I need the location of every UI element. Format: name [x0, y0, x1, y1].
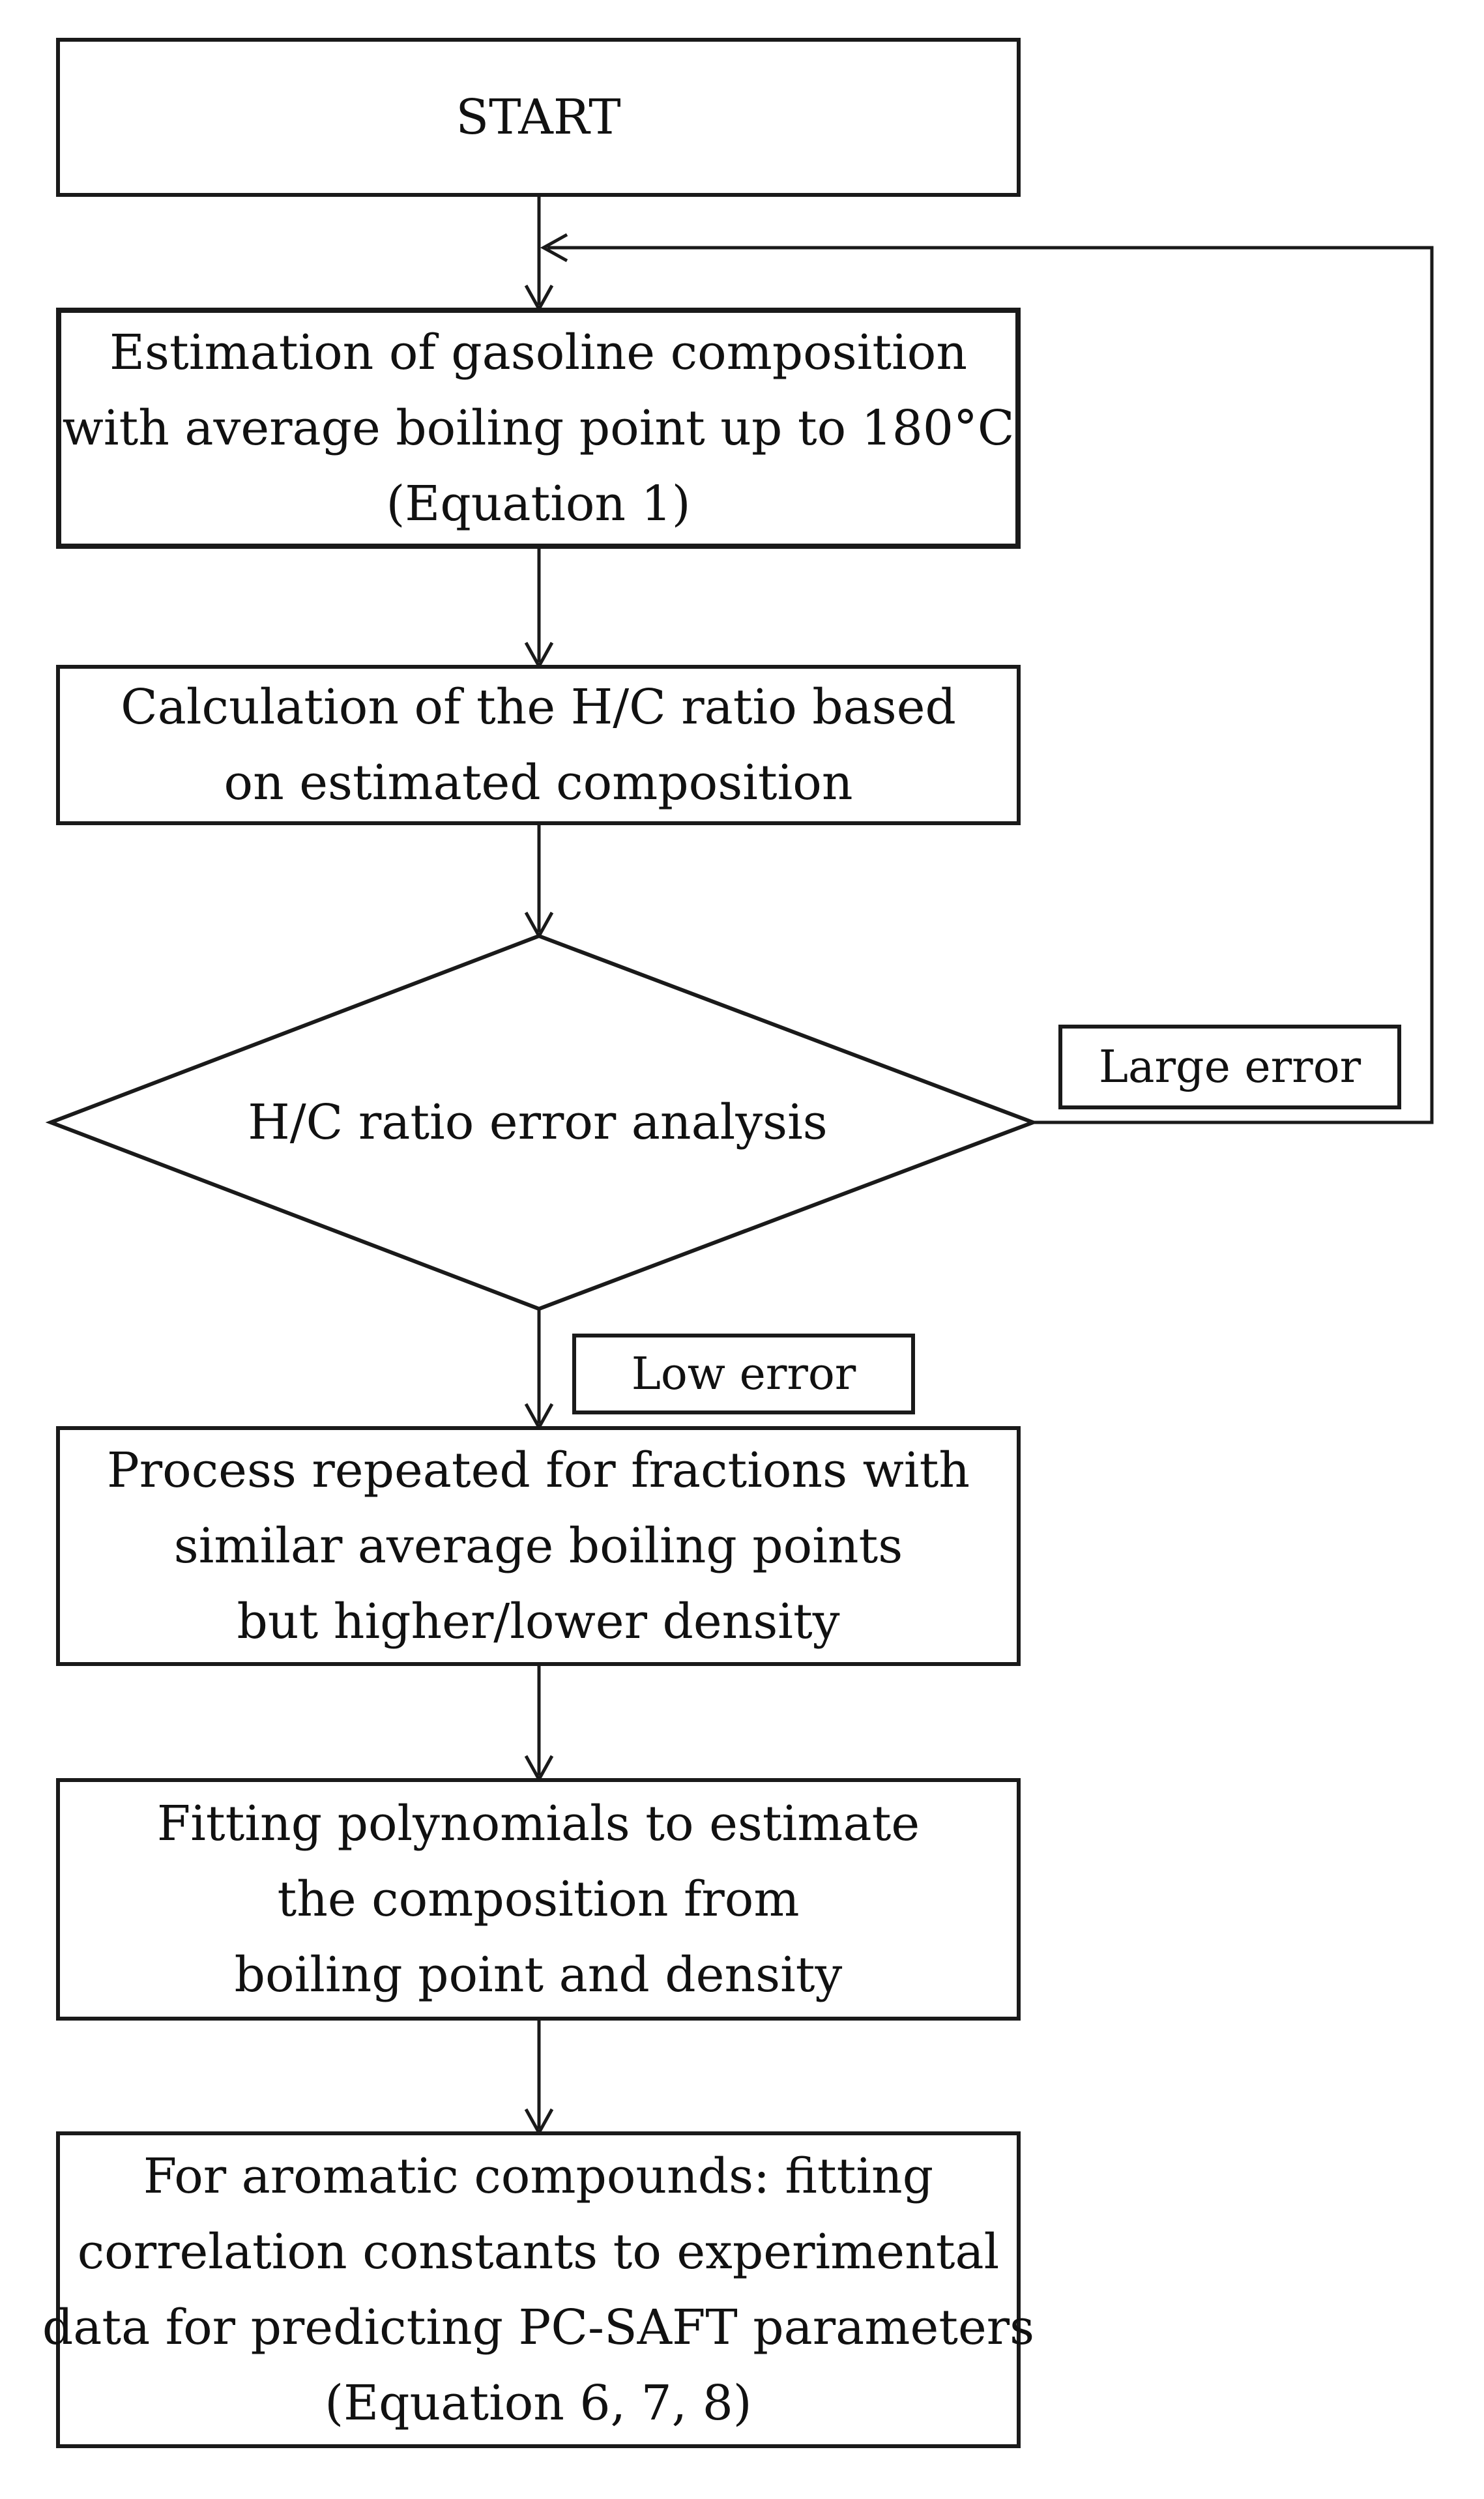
process-line-1: Process repeated for fractions with [107, 1442, 970, 1498]
estimation-line-2: with average boiling point up to 180°C [62, 400, 1015, 456]
start-label: START [456, 89, 621, 145]
process-line-2: similar average boiling points [173, 1518, 903, 1574]
feedback-loop-line [547, 246, 1434, 1124]
calculation-box: Calculation of the H/C ratio based on es… [56, 665, 1021, 825]
process-repeated-box: Process repeated for fractions with simi… [56, 1426, 1021, 1666]
estimation-box: Estimation of gasoline composition with … [56, 308, 1021, 549]
start-box: START [56, 38, 1021, 197]
decision-label: H/C ratio error analysis [248, 1094, 828, 1150]
arrowhead-feedback [540, 233, 568, 263]
estimation-line-3: (Equation 1) [386, 476, 691, 532]
aromatic-compounds-box: For aromatic compounds: fitting correlat… [42, 2131, 1034, 2448]
large-error-label: Large error [1058, 1025, 1401, 1109]
estimation-line-1: Estimation of gasoline composition [109, 325, 967, 381]
aromatic-line-1: For aromatic compounds: fitting [143, 2148, 934, 2204]
calculation-line-2: on estimated composition [224, 755, 853, 811]
aromatic-line-2: correlation constants to experimental [77, 2224, 1000, 2280]
fitting-line-3: boiling point and density [234, 1947, 843, 2003]
low-error-label: Low error [572, 1334, 915, 1414]
process-line-3: but higher/lower density [237, 1594, 840, 1650]
aromatic-line-4: (Equation 6, 7, 8) [325, 2375, 752, 2431]
fitting-line-1: Fitting polynomials to estimate [156, 1796, 920, 1852]
fitting-line-2: the composition from [277, 1871, 800, 1927]
calculation-line-1: Calculation of the H/C ratio based [121, 679, 956, 735]
fitting-polynomials-box: Fitting polynomials to estimate the comp… [56, 1778, 1021, 2021]
aromatic-line-3: data for predicting PC-SAFT parameters [42, 2300, 1035, 2356]
